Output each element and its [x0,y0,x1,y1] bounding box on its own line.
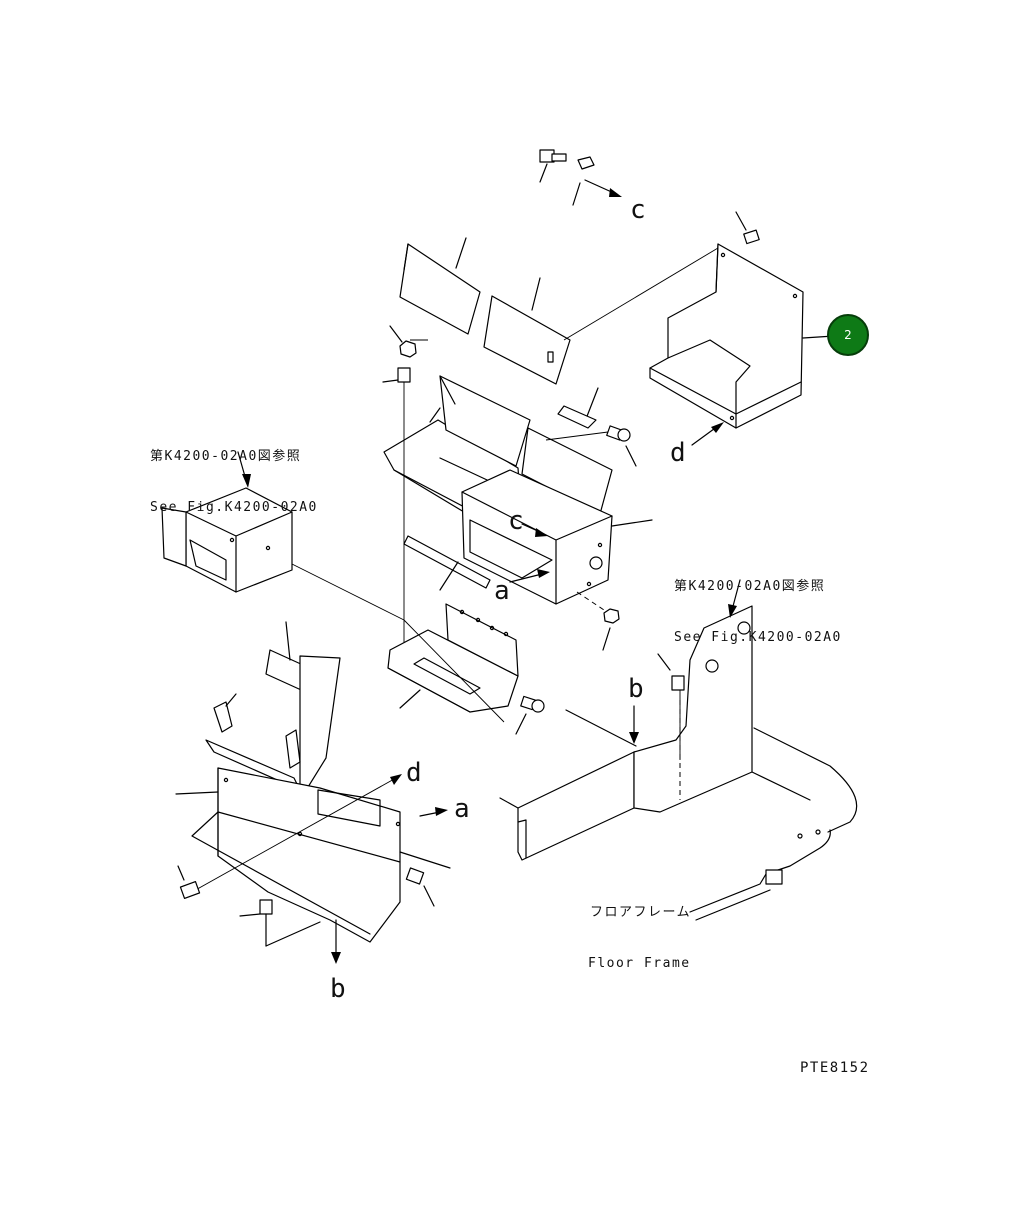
rubber-strip [403,535,491,591]
top-bolt-clip [539,149,622,206]
arrow-label-a-mid: a [494,576,510,606]
mounting-bracket [387,603,545,735]
reference-note-right-jp: 第K4200-02A0図参照 [674,579,826,594]
arrow-label-b-right: b [628,674,644,704]
floor-frame [499,579,858,921]
side-cover [563,211,835,446]
arrow-label-c-mid: c [508,506,524,536]
drawing-id: PTE8152 [800,1060,870,1076]
reference-note-right: 第K4200-02A0図参照 See Fig.K4200-02A0 [674,544,842,680]
floor-frame-label-en: Floor Frame [588,956,691,971]
floor-frame-label-jp: フロアフレーム [590,905,692,920]
lower-panel-assembly [175,621,451,964]
reference-note-left-en: See Fig.K4200-02A0 [150,500,318,515]
part-callout-2[interactable]: 2 [827,314,869,356]
console-box [383,339,653,656]
arrow-label-d-right: d [670,438,686,468]
reference-box-left [161,451,505,723]
upper-cover-plate-left [399,237,481,335]
arrow-label-b-bottom: b [330,974,346,1004]
floor-frame-label: フロアフレーム Floor Frame [588,870,691,1006]
left-nut-bolt [382,325,417,383]
upper-cover-plate-right [483,277,571,385]
arrow-label-d-left: d [406,758,422,788]
reference-note-right-en: See Fig.K4200-02A0 [674,630,842,645]
arrow-label-c-top: c [630,195,646,225]
reference-note-left: 第K4200-02A0図参照 See Fig.K4200-02A0 [150,414,318,550]
arrow-label-a-left: a [454,794,470,824]
reference-note-left-jp: 第K4200-02A0図参照 [150,449,302,464]
